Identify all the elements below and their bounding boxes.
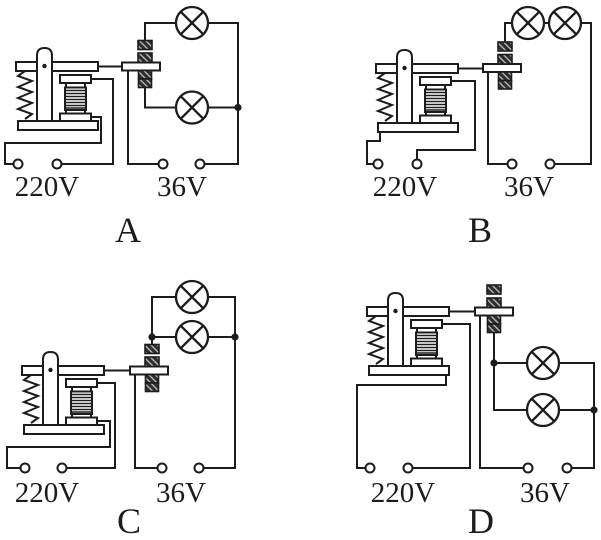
terminal (522, 462, 534, 474)
lower-moving-contact-icon (486, 314, 502, 325)
upper-moving-contact-icon (497, 53, 513, 65)
option-letter: A (115, 210, 141, 250)
lower-moving-contact-icon (497, 71, 513, 82)
relay-d (366, 292, 450, 376)
upper-fixed-contact-icon (144, 343, 160, 355)
junction-dot (234, 103, 242, 112)
voltage-label-220v: 220V (373, 171, 438, 203)
lamp-icon (510, 5, 546, 41)
upper-fixed-contact-icon (137, 39, 153, 51)
terminal (411, 158, 423, 170)
voltage-label-36v: 36V (504, 171, 554, 203)
terminal (544, 158, 556, 170)
lamp-icon (174, 90, 210, 125)
lower-moving-contact-icon (144, 373, 160, 384)
junction-dot (148, 333, 156, 341)
voltage-label-36v: 36V (156, 477, 206, 509)
lamp-icon (525, 392, 561, 428)
voltage-label-36v: 36V (520, 477, 570, 509)
terminal (19, 462, 31, 474)
lower-fixed-contact-icon (144, 382, 160, 393)
terminal (194, 158, 206, 170)
lamp-icon (547, 5, 583, 41)
option-letter: B (468, 210, 492, 250)
lower-fixed-contact-icon (486, 323, 502, 334)
contact-bar (129, 365, 169, 376)
lower-moving-contact-icon (137, 69, 153, 80)
upper-moving-contact-icon (144, 356, 160, 368)
terminal (51, 158, 63, 170)
contact-assembly-a (121, 39, 161, 89)
lamp-icon (525, 345, 561, 381)
terminal (372, 158, 384, 170)
wires-d (356, 310, 595, 469)
relay-a (15, 47, 99, 131)
contact-bar (474, 306, 514, 317)
lower-fixed-contact-icon (497, 79, 513, 90)
lower-fixed-contact-icon (137, 78, 153, 89)
voltage-label-220v: 220V (15, 171, 80, 203)
wires-c (6, 296, 236, 469)
upper-moving-contact-icon (486, 297, 502, 309)
contact-bar (121, 61, 161, 72)
terminal (364, 462, 376, 474)
lamp-icon (174, 319, 210, 355)
contact-assembly-b (482, 41, 522, 90)
circuit-option-a: 220V 36V A (4, 5, 242, 250)
option-letter: C (117, 501, 141, 540)
wires-a (4, 22, 239, 165)
terminal (157, 158, 169, 170)
voltage-label-220v: 220V (371, 477, 436, 509)
junction-dot (590, 406, 598, 414)
wires-b (366, 22, 592, 165)
lamp-icon (174, 5, 210, 41)
circuit-option-b: 220V 36V B (366, 5, 592, 250)
terminal (506, 158, 518, 170)
junction-dot (231, 333, 239, 341)
terminal (56, 462, 68, 474)
contact-assembly-d (474, 284, 514, 334)
circuit-option-c: 220V 36V C (6, 279, 239, 540)
upper-fixed-contact-icon (486, 284, 502, 295)
upper-moving-contact-icon (137, 52, 153, 64)
relay-b (375, 49, 459, 133)
upper-fixed-contact-icon (497, 41, 513, 52)
terminal (402, 462, 414, 474)
voltage-label-220v: 220V (15, 477, 80, 509)
circuit-option-d: 220V 36V D (356, 284, 598, 540)
junction-dot (490, 359, 498, 367)
lamp-icon (174, 279, 210, 315)
terminal (193, 462, 205, 474)
terminal (12, 158, 24, 170)
terminal (561, 462, 573, 474)
contact-assembly-c (129, 343, 169, 393)
terminal (156, 462, 168, 474)
voltage-label-36v: 36V (157, 171, 207, 203)
contact-bar (482, 63, 522, 73)
relay-c (21, 351, 105, 435)
option-letter: D (468, 501, 494, 540)
